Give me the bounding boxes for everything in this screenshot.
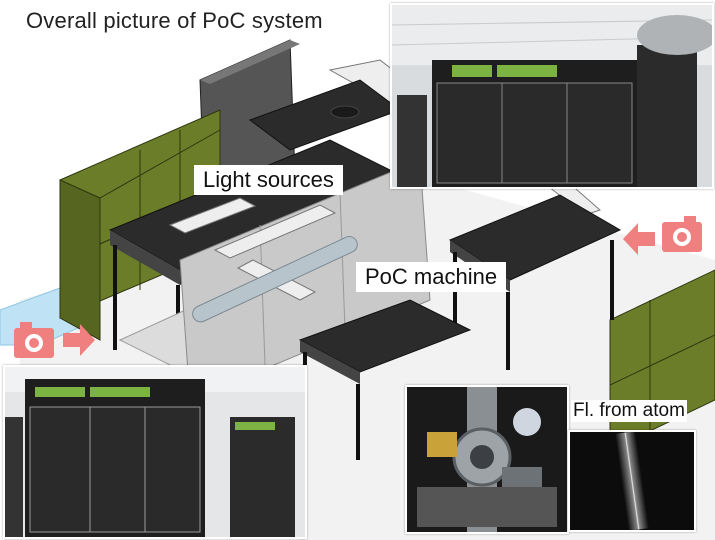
fluorescence-caption: Fl. from atom <box>571 400 687 422</box>
apparatus-photo <box>405 385 569 534</box>
arrow-right-icon <box>63 324 95 356</box>
camera-icon <box>14 322 54 358</box>
arrow-left-icon <box>623 223 655 255</box>
page-title: Overall picture of PoC system <box>26 8 323 33</box>
light-sources-label: Light sources <box>194 165 343 195</box>
lab-photo-bottom <box>3 365 307 539</box>
lab-photo-top <box>390 3 714 189</box>
rail-1 <box>168 197 257 234</box>
rail-2 <box>213 204 337 259</box>
poc-machine-label: PoC machine <box>356 262 507 292</box>
camera-icon <box>662 216 702 252</box>
fluorescence-image <box>568 430 696 532</box>
vacuum-tube <box>192 236 358 323</box>
